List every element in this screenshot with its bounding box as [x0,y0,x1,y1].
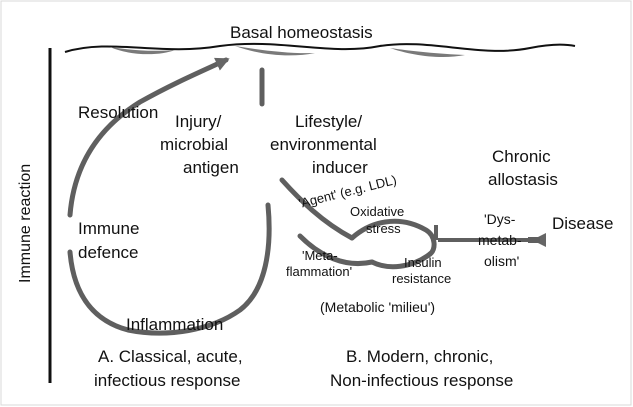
caption-b-line-1: B. Modern, chronic, [346,347,493,366]
caption-b-line-2: Non-infectious response [330,371,513,390]
axis-label: Immune reaction [17,164,34,283]
lifestyle-label-2: environmental [270,135,377,154]
dysmetabolism-label-3: olism' [484,253,519,269]
immune-defence-label-1: Immune [78,219,139,238]
homeostasis-label: Basal homeostasis [230,23,373,42]
homeostasis-shade-1 [110,47,175,55]
metaflammation-label-1: 'Meta- [302,248,338,263]
dysmetabolism-label-2: metab- [478,232,522,248]
metaflammation-arc [297,233,375,267]
homeostasis-baseline [64,42,576,53]
lifestyle-label-1: Lifestyle/ [295,112,362,131]
allostasis-label-2: allostasis [488,170,558,189]
lifestyle-label-3: inducer [312,158,368,177]
milieu-label: (Metabolic 'milieu') [320,299,435,315]
homeostasis-shade-2 [235,46,315,56]
allostasis-label-1: Chronic [492,147,551,166]
insulin-label-1: Insulin [404,255,442,270]
caption-a-line-2: infectious response [94,371,240,390]
oxidative-label-1: Oxidative [350,204,404,219]
inflammation-loop [67,202,272,336]
oxidative-label-2: stress [366,221,401,236]
injury-label-3: antigen [183,158,239,177]
disease-label: Disease [552,214,613,233]
inflammation-label: Inflammation [126,315,223,334]
insulin-loop [369,251,433,270]
immune-defence-label-2: defence [78,243,139,262]
injury-label-2: microbial [160,135,228,154]
oxidative-loop [349,218,437,257]
resolution-label: Resolution [78,103,158,122]
dysmetabolism-label-1: 'Dys- [484,211,516,227]
homeostasis-shade-3 [390,48,465,58]
injury-label-1: Injury/ [175,112,222,131]
metaflammation-label-2: flammation' [286,264,352,279]
insulin-label-2: resistance [392,271,451,286]
caption-a-line-1: A. Classical, acute, [98,347,243,366]
resolution-arrow [67,57,230,218]
agent-arrow [279,177,355,241]
